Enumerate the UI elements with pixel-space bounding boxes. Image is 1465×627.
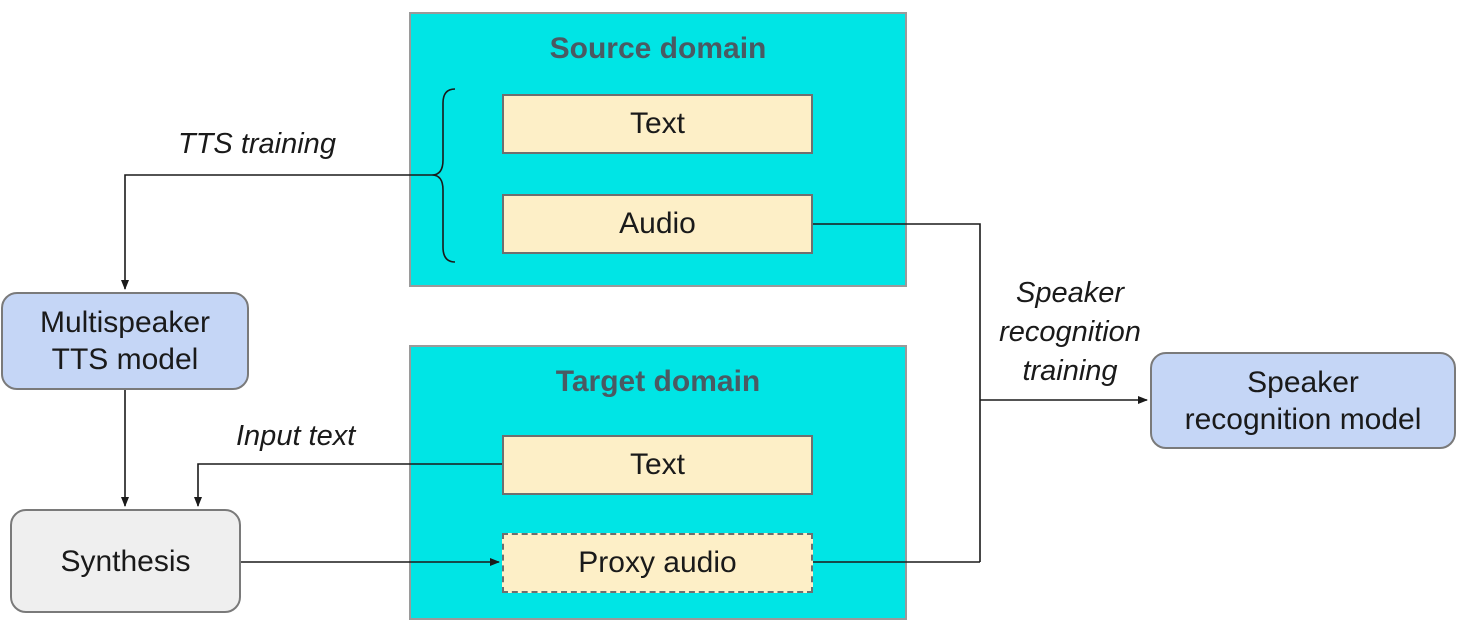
multispeaker-tts-model-node: Multispeaker TTS model bbox=[1, 292, 249, 390]
speaker-model-label-line2: recognition model bbox=[1184, 402, 1422, 436]
source-brace bbox=[431, 88, 456, 263]
speaker-training-line2: recognition bbox=[999, 316, 1141, 348]
target-domain-title: Target domain bbox=[555, 365, 761, 398]
multispeaker-label-line2: TTS model bbox=[51, 343, 199, 376]
speaker-training-line3: training bbox=[1022, 355, 1118, 387]
speaker-model-label-line1: Speaker bbox=[1247, 365, 1359, 399]
multispeaker-label-line1: Multispeaker bbox=[39, 306, 211, 339]
tts-training-label: TTS training bbox=[178, 128, 336, 160]
speaker-training-line1: Speaker bbox=[1015, 277, 1124, 309]
source-audio-line bbox=[813, 223, 981, 562]
input-text-label: Input text bbox=[236, 420, 356, 452]
proxy-audio-box: Proxy audio bbox=[502, 533, 813, 593]
source-text-box: Text bbox=[502, 94, 813, 154]
tts-training-arrow bbox=[121, 174, 432, 290]
source-domain-title: Source domain bbox=[549, 32, 767, 65]
speaker-recognition-model-node: Speaker recognition model bbox=[1150, 352, 1456, 449]
synthesis-node: Synthesis bbox=[10, 509, 241, 613]
target-text-box: Text bbox=[502, 435, 813, 495]
source-audio-box: Audio bbox=[502, 194, 813, 254]
input-text-arrow bbox=[194, 463, 502, 507]
speaker-recognition-training-label: Speaker recognition training bbox=[980, 274, 1160, 391]
